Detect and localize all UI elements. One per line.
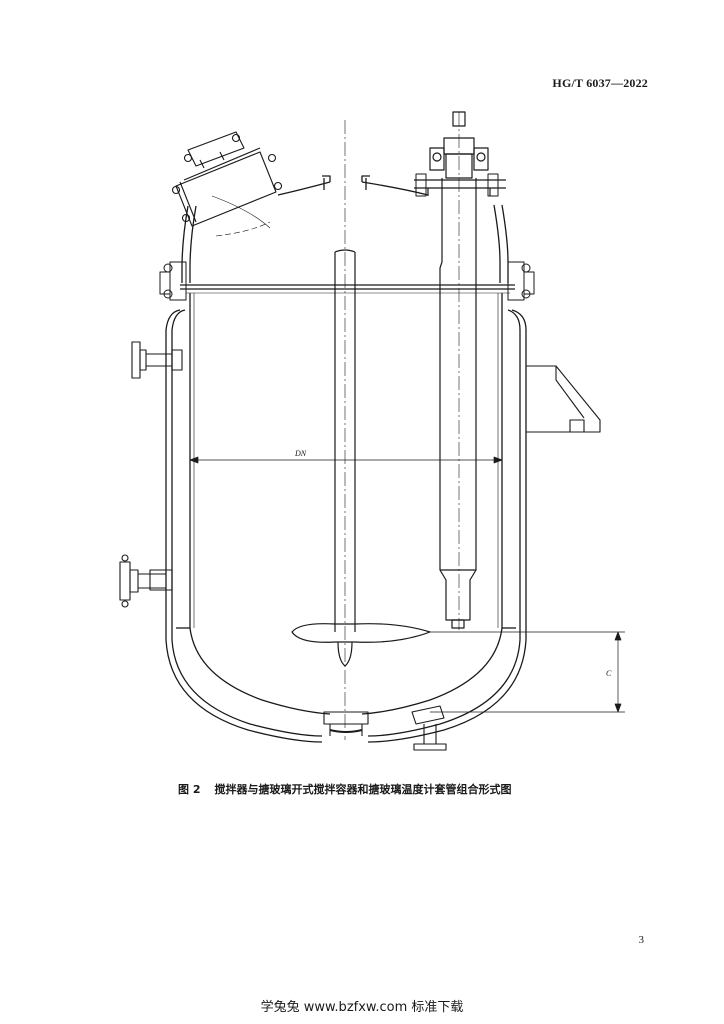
- inner-vessel: [180, 175, 515, 715]
- bottom-outlet: [323, 705, 447, 751]
- support-lug: [526, 365, 601, 433]
- caption-number: 图 2: [178, 783, 201, 796]
- site-watermark[interactable]: 学兔兔 www.bzfxw.com 标准下载: [260, 1000, 464, 1015]
- dn-dimension: [189, 456, 503, 464]
- figure-caption: 图 2 搅拌器与搪玻璃开式搅拌容器和搪玻璃温度计套管组合形式图: [178, 781, 511, 797]
- vessel-drawing: DN C: [119, 111, 625, 751]
- agitator: [291, 249, 431, 667]
- dn-label: DN: [294, 449, 307, 458]
- page-number: 3: [638, 934, 645, 946]
- jacket: [165, 309, 527, 743]
- thermometer-sleeve: [414, 111, 506, 629]
- c-label: C: [606, 669, 612, 678]
- flange-clamps: [159, 173, 535, 301]
- c-dimension: [430, 631, 625, 713]
- centerlines: [344, 112, 460, 740]
- caption-text: 搅拌器与搪玻璃开式搅拌容器和搪玻璃温度计套管组合形式图: [214, 783, 512, 796]
- side-nozzles: [119, 341, 183, 608]
- standard-code: HG/T 6037—2022: [552, 76, 648, 90]
- manhole: [171, 131, 283, 237]
